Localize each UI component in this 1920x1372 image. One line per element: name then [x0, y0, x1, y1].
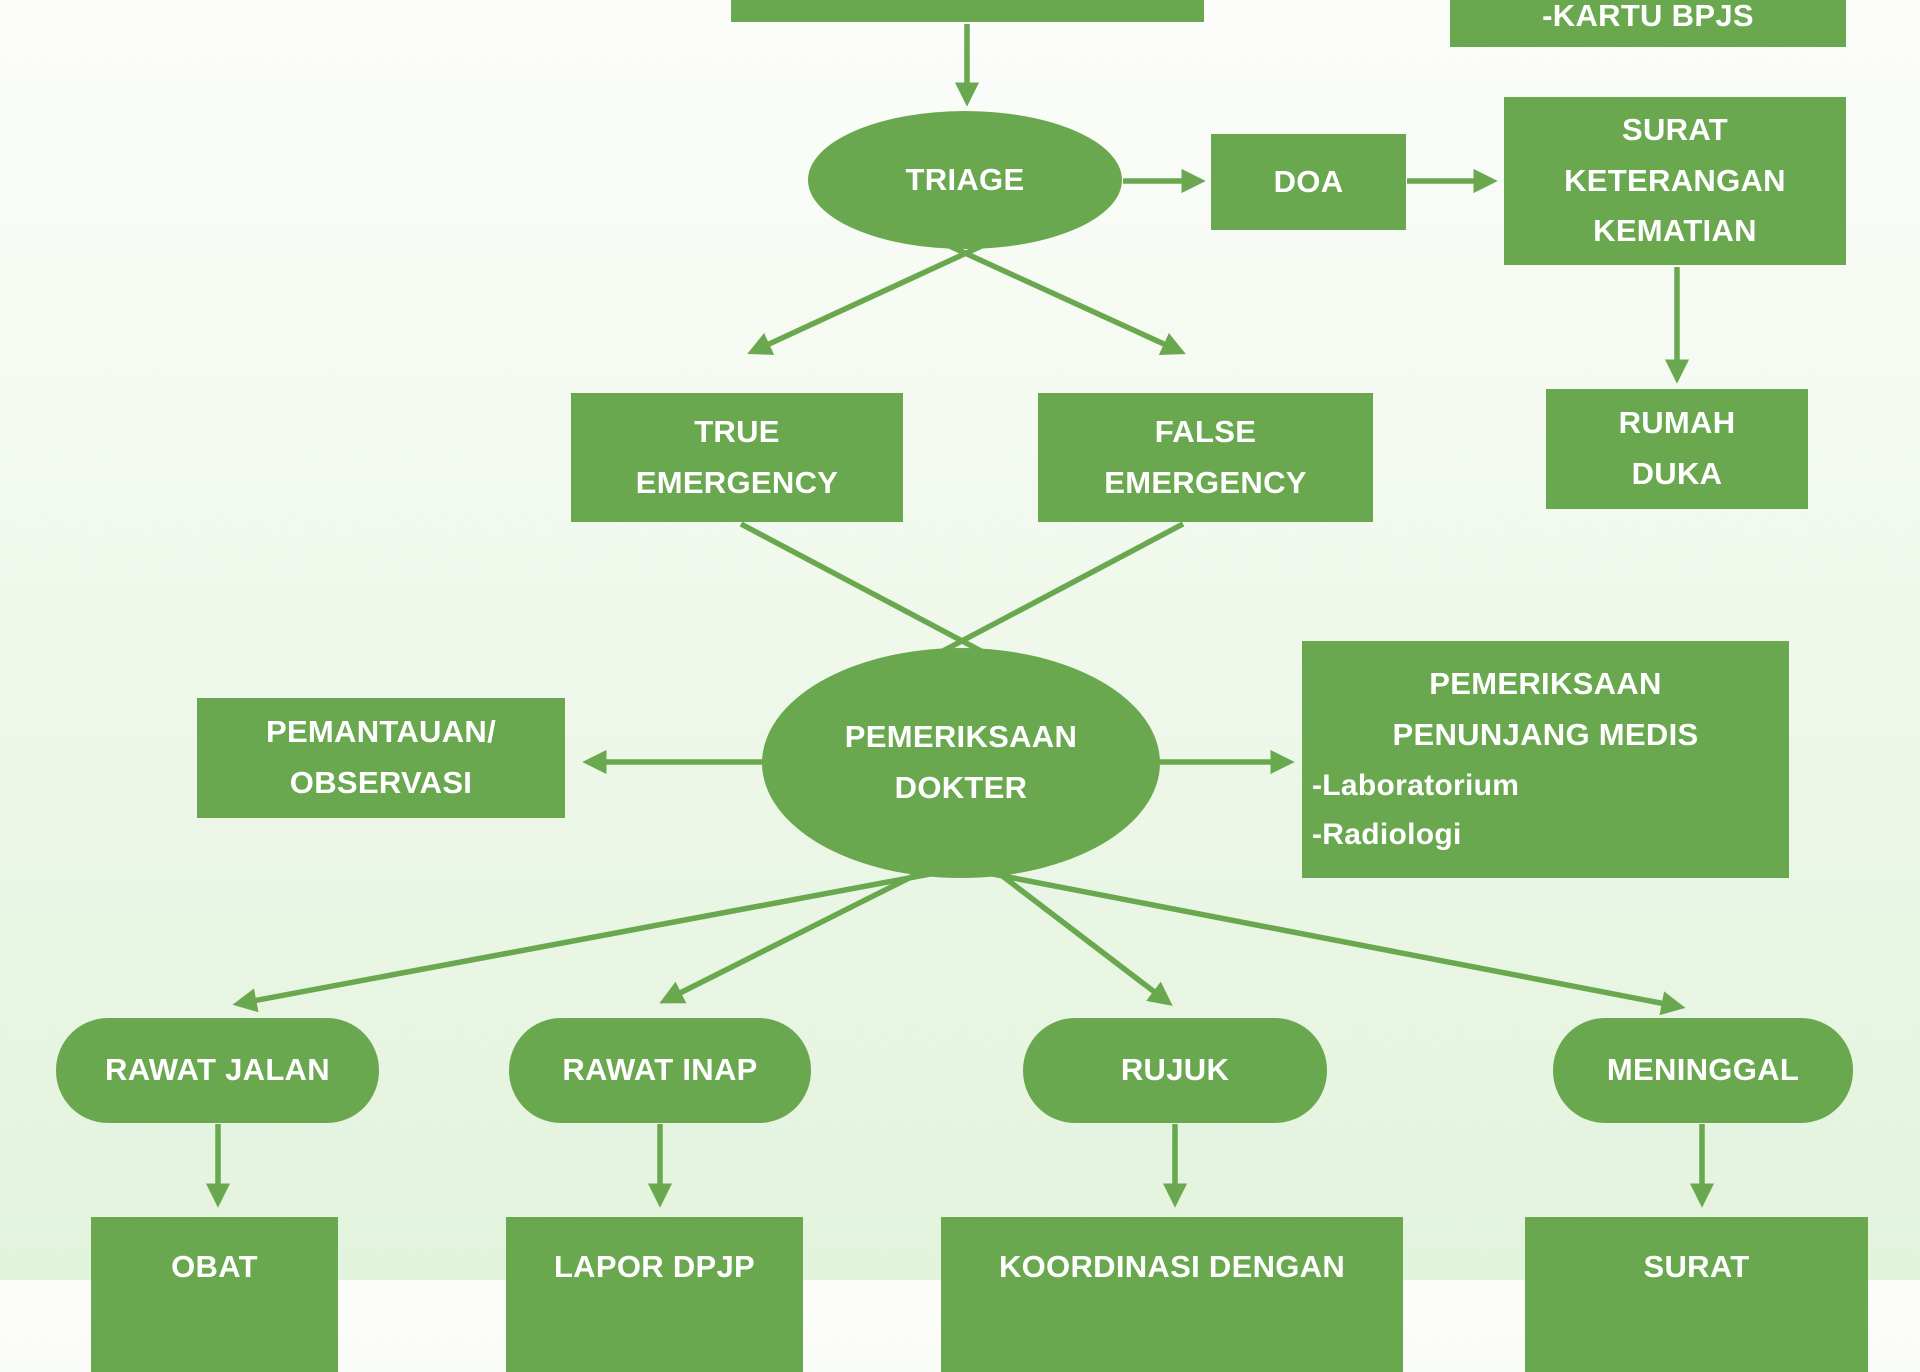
flowchart-canvas: -KARTU BPJS TRIAGE DOA SURAT KETERANGAN …	[56, 0, 1868, 1372]
node-pemantauan-observasi-label: PEMANTAUAN/ OBSERVASI	[265, 714, 497, 800]
connector-dokter-to-rujuk	[986, 862, 1173, 1006]
node-pemantauan-observasi: PEMANTAUAN/ OBSERVASI	[197, 698, 565, 818]
node-rujuk-label: RUJUK	[1120, 1052, 1230, 1088]
node-obat-clipped: OBAT	[91, 1217, 338, 1372]
node-true-emergency: TRUE EMERGENCY	[571, 393, 903, 522]
node-koordinasi-dengan-clipped: KOORDINASI DENGAN	[941, 1217, 1403, 1372]
node-surat-keterangan-kematian: SURAT KETERANGAN KEMATIAN	[1504, 97, 1846, 265]
connector-triage-to-true-emergency	[747, 240, 990, 355]
node-obat-label: OBAT	[171, 1249, 258, 1284]
node-meninggal-label: MENINGGAL	[1606, 1052, 1800, 1088]
node-pemeriksaan-dokter-label: PEMERIKSAAN DOKTER	[844, 719, 1078, 805]
connector-dokter-to-rawat-jalan	[232, 857, 1006, 1013]
connector-lines	[205, 24, 1715, 1208]
penunjang-item-laboratorium: -Laboratorium	[1312, 769, 1520, 803]
node-doa-label: DOA	[1273, 163, 1344, 199]
node-surat-clipped: SURAT	[1525, 1217, 1868, 1372]
node-true-emergency-label: TRUE EMERGENCY	[635, 413, 839, 500]
node-surat-label: SURAT	[1643, 1249, 1750, 1284]
node-registration-documents-clipped: -KARTU BPJS	[1450, 0, 1846, 47]
node-top-clipped	[731, 0, 1204, 22]
node-rawat-inap-label: RAWAT INAP	[562, 1052, 758, 1088]
node-pemeriksaan-penunjang-heading: PEMERIKSAAN PENUNJANG MEDIS	[1392, 666, 1699, 753]
connector-dokter-to-meninggal	[919, 857, 1686, 1016]
node-pemeriksaan-dokter: PEMERIKSAAN DOKTER	[762, 648, 1160, 878]
node-rujuk: RUJUK	[1023, 1018, 1327, 1123]
connector-false-emergency-to-dokter	[939, 521, 1185, 655]
node-rawat-inap: RAWAT INAP	[509, 1018, 811, 1123]
connector-dokter-to-rawat-inap	[659, 862, 937, 1004]
node-false-emergency: FALSE EMERGENCY	[1038, 393, 1373, 522]
node-doa: DOA	[1211, 134, 1406, 230]
node-rumah-duka: RUMAH DUKA	[1546, 389, 1808, 509]
node-meninggal: MENINGGAL	[1553, 1018, 1853, 1123]
node-pemeriksaan-penunjang-medis: PEMERIKSAAN PENUNJANG MEDIS -Laboratoriu…	[1302, 641, 1789, 878]
node-surat-keterangan-kematian-label: SURAT KETERANGAN KEMATIAN	[1564, 111, 1786, 249]
connector-triage-to-false-emergency	[941, 240, 1186, 355]
node-koordinasi-dengan-label: KOORDINASI DENGAN	[998, 1249, 1346, 1284]
node-registration-documents-label: -KARTU BPJS	[1542, 0, 1754, 33]
node-triage-label: TRIAGE	[905, 161, 1025, 197]
node-rumah-duka-label: RUMAH DUKA	[1618, 405, 1736, 491]
node-lapor-dpjp-clipped: LAPOR DPJP	[506, 1217, 803, 1372]
connector-true-emergency-to-dokter	[739, 521, 985, 655]
node-rawat-jalan: RAWAT JALAN	[56, 1018, 379, 1123]
node-false-emergency-label: FALSE EMERGENCY	[1104, 413, 1307, 500]
node-triage: TRIAGE	[808, 111, 1122, 249]
node-rawat-jalan-label: RAWAT JALAN	[105, 1052, 330, 1088]
penunjang-item-radiologi: -Radiologi	[1312, 818, 1462, 852]
node-lapor-dpjp-label: LAPOR DPJP	[553, 1249, 756, 1284]
